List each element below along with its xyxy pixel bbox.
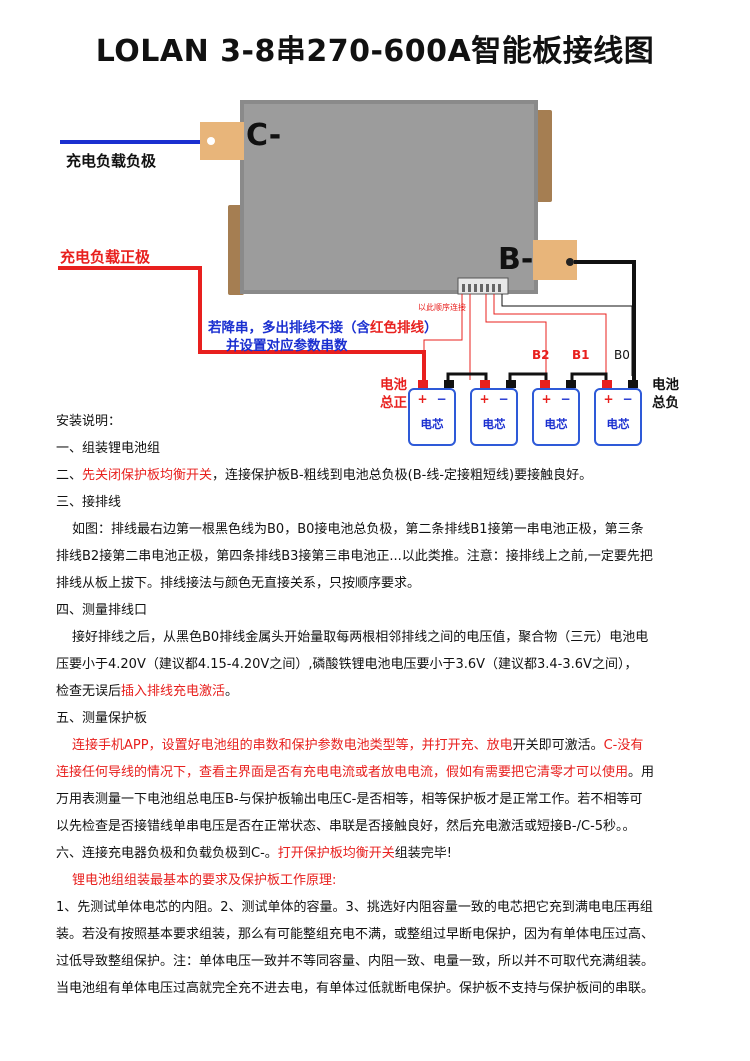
battery-cell-2: +− 电芯 (470, 388, 518, 446)
step-3-para-1: 如图：排线最右边第一根黑色线为B0，B0接电池总负极，第二条排线B1接第一串电池… (72, 522, 644, 537)
step-3: 三、接排线 (56, 495, 122, 510)
requirements-para-3: 过低导致整组保护。注：单体电压一致并不等同容量、内阻一致、电量一致，所以并不可取… (56, 954, 655, 969)
b-minus-wire (574, 260, 636, 384)
installation-instructions: 安装说明： 一、组装锂电池组 二、先关闭保护板均衡开关，连接保护板B-粗线到电池… (56, 408, 736, 1002)
charge-load-positive-label: 充电负载正极 (60, 248, 151, 266)
battery-cell-4: +− 电芯 (594, 388, 642, 446)
requirements-para-2: 装。若没有按照基本要求组装，那么有可能整组充电不满，或整组过早断电保护，因为有单… (56, 927, 655, 942)
step-2: 二、先关闭保护板均衡开关，连接保护板B-粗线到电池总负极(B-线-定接粗短线)要… (56, 468, 593, 483)
step-5-para-3: 万用表测量一下电池组总电压B-与保护板输出电压C-是否相等，相等保护板才是正常工… (56, 792, 643, 807)
b1-label: B1 (572, 348, 590, 362)
wiring-diagram (58, 100, 638, 388)
step-5-para-1: 连接手机APP，设置好电池组的串数和保护参数电池类型等，并打开充、放电开关即可激… (72, 738, 644, 753)
heatsink-tab-top (534, 110, 552, 202)
step-6: 六、连接充电器负极和负载负极到C-。打开保护板均衡开关组装完毕! (56, 846, 453, 861)
requirements-title: 锂电池组组装最基本的要求及保护板工作原理: (72, 873, 337, 888)
step-4-para-3: 检查无误后插入排线充电激活。 (56, 684, 239, 699)
requirements-para-1: 1、先测试单体电芯的内阻。2、测试单体的容量。3、挑选好内阻容量一致的电芯把它充… (56, 900, 653, 915)
b2-label: B2 (532, 348, 550, 362)
bms-board-top (244, 104, 534, 290)
b-minus-hole (566, 258, 574, 266)
step-4-para-1: 接好排线之后，从黑色B0排线金属头开始量取每两根相邻排线之间的电压值，聚合物（三… (72, 630, 649, 645)
series-link-1 (446, 372, 488, 382)
c-minus-label: C- (246, 118, 282, 153)
charge-load-negative-label: 充电负载负极 (66, 152, 157, 170)
step-5: 五、测量保护板 (56, 711, 148, 726)
battery-total-negative-label: 电池总负 (652, 377, 679, 411)
step-5-para-2: 连接任何导线的情况下，查看主界面是否有充电电流或者放电电流，假如有需要把它清零才… (56, 765, 655, 780)
balance-lead-b2 (485, 294, 547, 376)
step-5-para-4: 以先检查是否接错线单串电压是否在正常状态、串联是否接触良好，然后充电激活或短接B… (56, 819, 636, 834)
order-note-label: 以此顺序连接 (418, 303, 466, 312)
battery-cell-1: +− 电芯 (408, 388, 456, 446)
step-4: 四、测量排线口 (56, 603, 148, 618)
downgrade-note-line1: 若降串，多出排线不接（含红色排线） (208, 320, 438, 336)
requirements-para-4: 当电池组有单体电压过高就完全充不进去电，有单体过低就断电保护。保护板不支持与保护… (56, 981, 655, 996)
downgrade-note-line2: 并设置对应参数串数 (226, 338, 348, 354)
page-title: LOLAN 3-8串270-600A智能板接线图 (95, 34, 655, 69)
step-4-para-2: 压要小于4.20V（建议都4.15-4.20V之间）,磷酸铁锂电池电压要小于3.… (56, 657, 638, 672)
b-minus-label: B- (498, 242, 534, 277)
battery-cell-3: +− 电芯 (532, 388, 580, 446)
balance-lead-red-1 (423, 294, 463, 384)
balance-lead-b0 (501, 294, 633, 376)
step-3-para-3: 排线从板上拔下。排线接法与颜色无直接关系，只按顺序要求。 (56, 576, 421, 591)
c-minus-terminal (200, 122, 244, 160)
c-minus-hole (207, 137, 215, 145)
battery-total-positive-label: 电池总正 (380, 377, 407, 411)
series-link-2 (508, 372, 548, 382)
balance-lead-b1 (493, 294, 607, 376)
b0-label: B0 (614, 348, 630, 362)
step-1: 一、组装锂电池组 (56, 441, 161, 456)
instructions-heading: 安装说明： (56, 414, 122, 429)
step-3-para-2: 排线B2接第二串电池正极，第四条排线B3接第三串电池正...以此类推。注意：接排… (56, 549, 653, 564)
series-link-3 (570, 372, 608, 382)
